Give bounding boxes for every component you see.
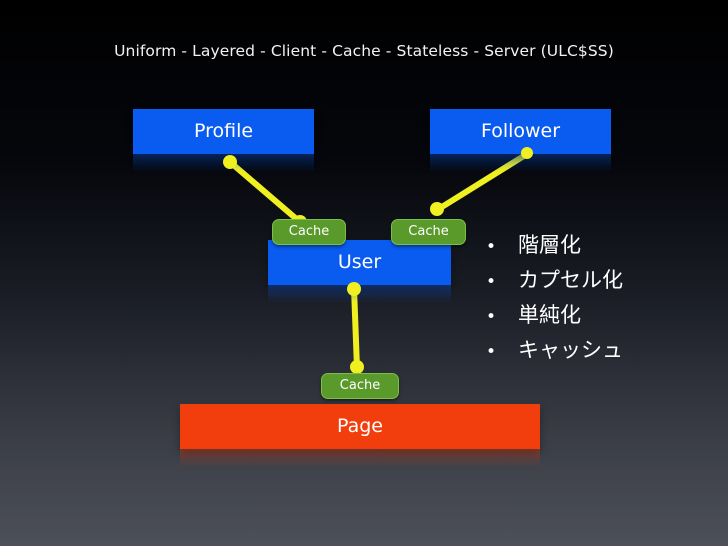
feature-text: カプセル化 (518, 268, 623, 292)
profile-label: Profile (193, 120, 254, 142)
feature-item: • カプセル化 (486, 263, 623, 298)
follower-node: Follower (430, 109, 611, 154)
cache-badge-page: Cache (321, 373, 399, 399)
knob-user-bottom (347, 282, 361, 296)
feature-text: 単純化 (518, 303, 581, 327)
bullet-marker: • (486, 272, 497, 292)
knob-user-right (430, 202, 444, 216)
profile-node: Profile (133, 109, 314, 154)
cache-badge-user-left: Cache (272, 219, 346, 245)
feature-item: • 単純化 (486, 298, 623, 333)
knob-follower (521, 147, 533, 159)
knob-profile (223, 155, 237, 169)
page-reflection (180, 449, 540, 467)
follower-label: Follower (480, 120, 561, 142)
feature-text: 階層化 (518, 233, 581, 257)
user-node: User (268, 240, 451, 285)
follower-reflection (430, 154, 611, 172)
feature-item: • 階層化 (486, 228, 623, 263)
feature-list: • 階層化 • カプセル化 • 単純化 • キャッシュ (486, 228, 623, 368)
page-label: Page (337, 415, 383, 437)
cache-badge-user-right: Cache (391, 219, 466, 245)
page-node: Page (180, 404, 540, 449)
feature-text: キャッシュ (518, 338, 623, 362)
knob-page-top (350, 360, 364, 374)
bullet-marker: • (486, 237, 497, 257)
bullet-marker: • (486, 342, 497, 362)
link-follower-user (434, 151, 530, 213)
user-label: User (337, 251, 382, 273)
link-user-page (351, 285, 360, 371)
link-profile-user (227, 159, 303, 225)
user-reflection (268, 285, 451, 303)
bullet-marker: • (486, 307, 497, 327)
slide-title: Uniform - Layered - Client - Cache - Sta… (114, 42, 614, 60)
feature-item: • キャッシュ (486, 333, 623, 368)
